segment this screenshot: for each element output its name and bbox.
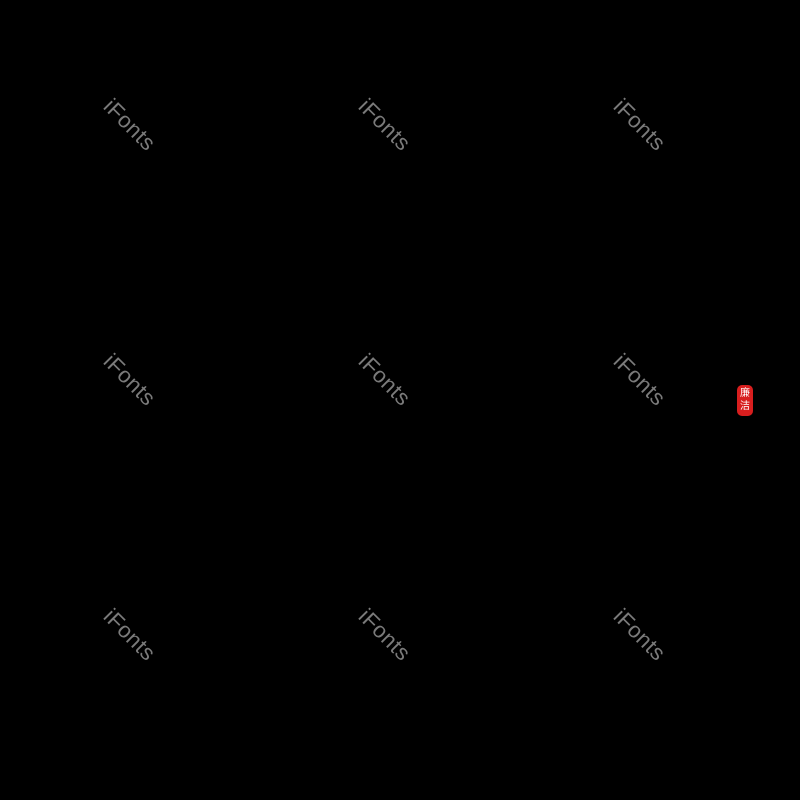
- watermark-text: iFonts: [353, 603, 416, 666]
- seal-char-1: 廉: [740, 388, 750, 399]
- watermark-text: iFonts: [98, 93, 161, 156]
- seal-char-2: 洁: [740, 401, 750, 412]
- watermark-text: iFonts: [608, 93, 671, 156]
- watermark-text: iFonts: [98, 603, 161, 666]
- red-seal-stamp: 廉 洁: [737, 385, 753, 416]
- watermark-text: iFonts: [353, 93, 416, 156]
- watermark-text: iFonts: [608, 348, 671, 411]
- watermark-text: iFonts: [353, 348, 416, 411]
- watermark-text: iFonts: [608, 603, 671, 666]
- watermark-text: iFonts: [98, 348, 161, 411]
